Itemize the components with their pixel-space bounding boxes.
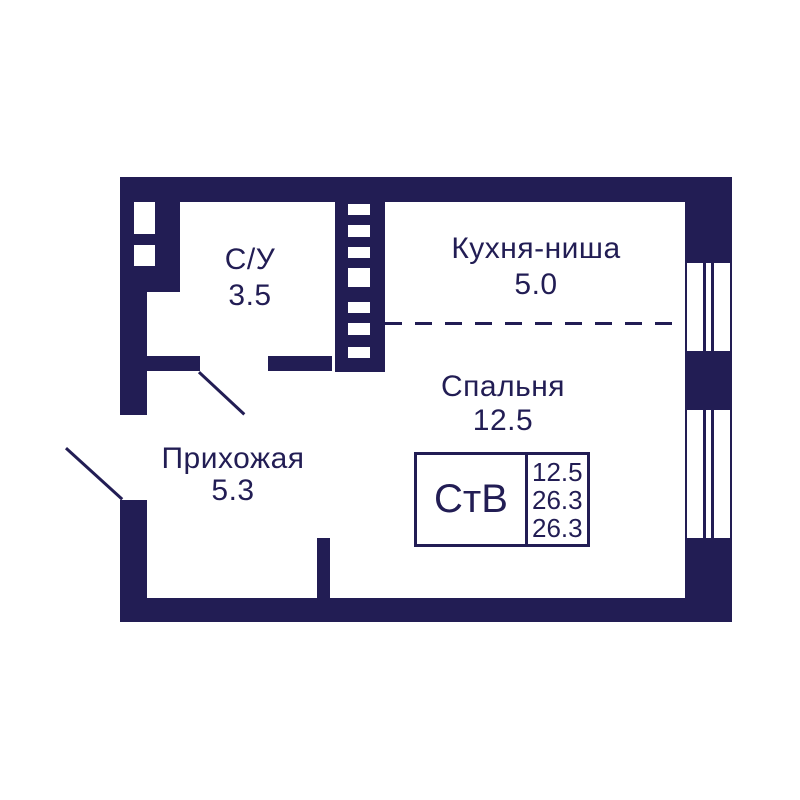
shaft-rung-6 [348, 323, 370, 335]
kitchen-niche-boundary-dashed-line [385, 322, 686, 325]
wall-right-lower [685, 540, 732, 598]
room-label-bathroom: С/У 3.5 [178, 242, 322, 314]
apartment-area-total: 26.3 [532, 484, 583, 515]
room-label-hallway: Прихожая 5.3 [83, 443, 383, 507]
window-1-mullion-right [711, 263, 714, 351]
bathroom-door-swing-line [197, 371, 246, 416]
shaft-rung-2 [348, 225, 370, 237]
room-area-hallway: 5.3 [211, 474, 255, 507]
apartment-type-label: СтВ [417, 455, 528, 544]
room-area-kitchen: 5.0 [514, 268, 558, 301]
shaft-rung-3 [348, 247, 370, 258]
apartment-info-box: СтВ 12.5 26.3 26.3 [414, 452, 590, 547]
shaft-rung-7 [348, 347, 370, 358]
wall-niche-inset-2 [134, 245, 155, 266]
bathroom-wall-right-of-door [268, 356, 332, 371]
apartment-area-overall: 26.3 [532, 512, 583, 543]
wall-right-pier [685, 353, 732, 408]
shaft-rung-1 [348, 204, 370, 215]
hallway-bedroom-divider [317, 538, 330, 598]
shaft-rung-5 [348, 302, 370, 313]
window-1-mullion-left [703, 263, 706, 351]
room-label-kitchen: Кухня-ниша 5.0 [386, 231, 686, 303]
wall-left-middle [120, 292, 147, 415]
room-name-kitchen: Кухня-ниша [451, 232, 621, 265]
room-area-bathroom: 3.5 [228, 279, 272, 312]
apartment-area-living: 12.5 [532, 456, 583, 487]
room-label-bedroom: Спальня 12.5 [353, 370, 653, 438]
room-name-hallway: Прихожая [161, 442, 305, 475]
wall-left-lower [120, 500, 147, 622]
wall-niche-inset-1 [134, 202, 155, 234]
apartment-info-values: 12.5 26.3 26.3 [528, 455, 587, 544]
wall-top [120, 177, 732, 202]
room-name-bedroom: Спальня [440, 370, 566, 403]
window-2-mullion-left [703, 410, 706, 538]
wall-right-upper [685, 202, 732, 261]
room-area-bedroom: 12.5 [472, 404, 534, 437]
window-2-mullion-right [711, 410, 714, 538]
room-name-bathroom: С/У [224, 243, 276, 276]
shaft-rung-4 [348, 268, 370, 287]
bathroom-wall-left-of-door [146, 356, 200, 371]
wall-left-upper [120, 177, 180, 292]
window-2 [685, 408, 732, 540]
wall-bottom [120, 598, 732, 622]
window-1 [685, 261, 732, 353]
